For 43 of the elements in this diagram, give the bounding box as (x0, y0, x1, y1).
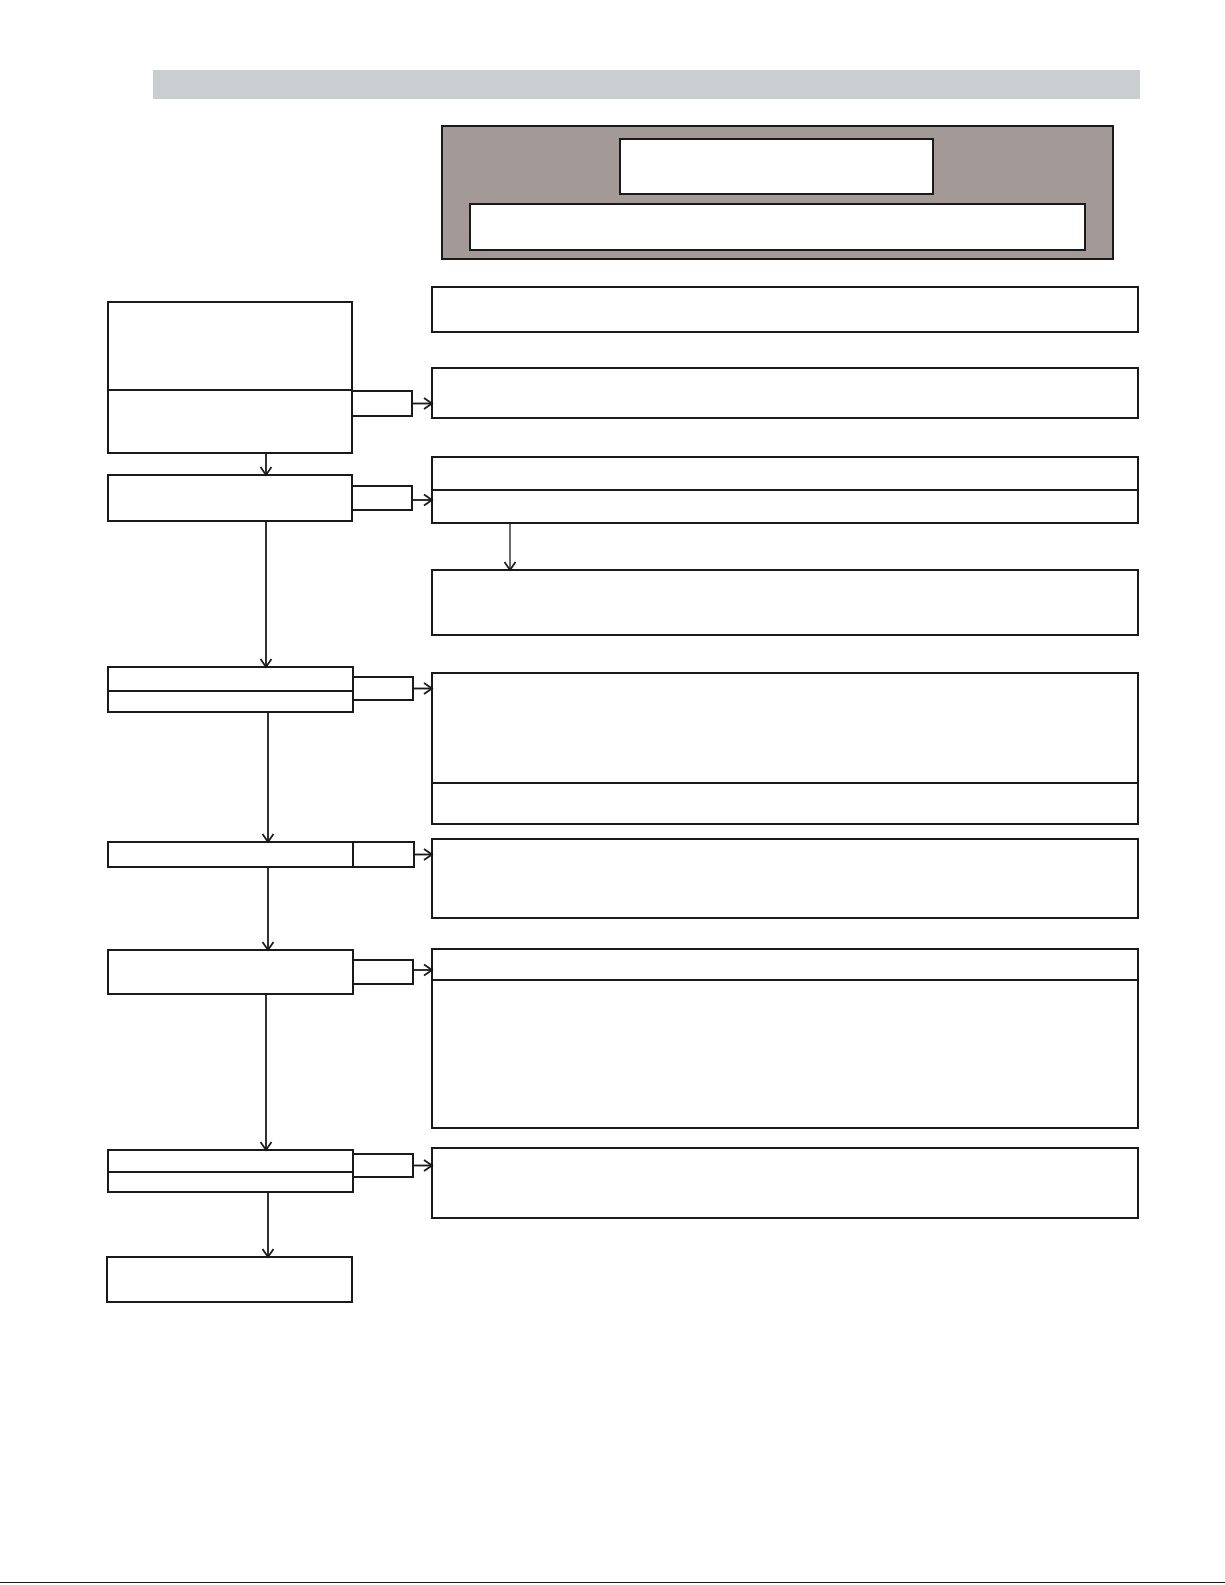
detail-box (431, 456, 1139, 491)
arrow (503, 522, 517, 571)
arrow (261, 711, 275, 843)
step-box (107, 690, 354, 713)
arrow (261, 1191, 275, 1258)
arrow (259, 993, 273, 1151)
arrow (412, 963, 433, 977)
tab-box (351, 485, 413, 511)
step-box (107, 666, 354, 692)
detail-box (431, 948, 1139, 981)
tab-box (352, 841, 415, 868)
tab-box (351, 390, 413, 417)
arrow (412, 682, 433, 695)
step-box (107, 1149, 354, 1173)
tab-box (352, 1153, 414, 1178)
detail-box (431, 367, 1139, 419)
step-box (107, 841, 354, 868)
detail-box (431, 838, 1139, 919)
detail-box (431, 1147, 1139, 1219)
detail-box (431, 672, 1139, 785)
step-box (106, 1256, 353, 1303)
step-box (107, 1171, 354, 1193)
tab-box (352, 676, 414, 701)
arrow (411, 397, 433, 410)
detail-box (431, 979, 1139, 1129)
detail-box (431, 489, 1139, 524)
detail-box (431, 782, 1139, 825)
arrow (412, 1159, 433, 1172)
shaded-panel (441, 125, 1114, 260)
subtitle-box (469, 203, 1086, 251)
arrow (259, 520, 273, 668)
step-box (107, 301, 353, 391)
step-box (107, 949, 354, 995)
detail-box (431, 569, 1139, 636)
arrow (413, 848, 433, 861)
step-box (107, 389, 353, 454)
detail-box (431, 286, 1139, 333)
step-box (107, 474, 353, 522)
arrow (261, 866, 275, 951)
arrow (411, 493, 433, 507)
arrow (259, 452, 273, 476)
tab-box (352, 959, 414, 985)
title-box (619, 138, 934, 195)
